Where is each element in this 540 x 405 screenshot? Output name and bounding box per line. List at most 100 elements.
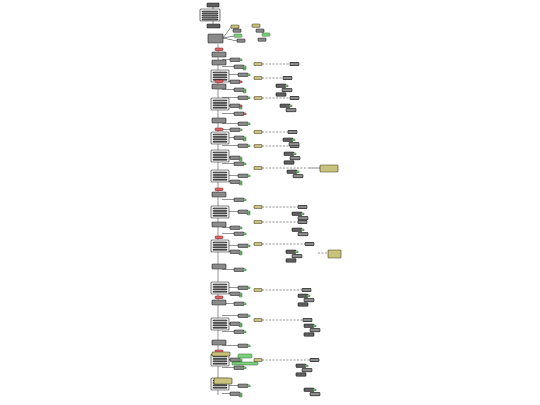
flow-node [229,391,241,396]
source-tag [253,318,263,322]
flow-node [297,220,308,225]
highlight-node [213,377,233,385]
source-tag [253,96,263,100]
text-line [212,384,228,387]
text-line [212,319,228,322]
text-line [212,156,228,159]
status-tag-green [246,174,251,178]
source-tag [253,144,263,148]
flow-node [291,254,303,259]
flow-node [207,33,224,44]
flow-node [291,227,303,232]
text-line [212,324,228,327]
status-tag-green [291,138,296,142]
section-marker [214,235,224,239]
flow-node [302,317,313,322]
status-tag-green [238,128,243,132]
status-tag-green [295,170,300,174]
flow-node [303,298,315,303]
flow-node [304,242,315,247]
flow-node [275,92,287,97]
flow-node [232,28,242,33]
text-line [212,386,228,389]
status-tag-green [237,353,253,359]
flow-node [289,61,300,66]
text-line [201,12,219,15]
text-line [212,99,228,102]
text-line [212,283,228,286]
flow-node [211,339,227,346]
flow-node [281,88,293,93]
flow-node [275,83,287,88]
flow-node [233,33,243,38]
flow-node [211,117,227,124]
source-tag [253,205,263,209]
flow-node [230,24,240,29]
flow-node [237,313,249,318]
status-tag-green [284,84,289,88]
flow-node [233,111,245,116]
status-tag-green [238,392,243,396]
flow-node [233,267,245,272]
status-tag-green [238,324,243,328]
flow-node [229,79,241,84]
source-tag [253,242,263,246]
text-line [212,176,228,179]
flow-node [233,197,245,202]
flow-node [287,130,298,135]
flow-node [237,95,249,100]
status-tag-green [242,302,247,306]
flow-node [251,23,261,28]
flow-node [309,392,321,397]
status-tag-green [238,250,243,254]
status-tag-green [238,156,243,160]
flow-node [211,51,227,58]
text-line [212,140,228,143]
status-tag-green [242,232,247,236]
text-line [212,207,228,210]
status-tag-green [246,96,251,100]
flow-node [309,357,320,362]
flow-node [309,328,321,333]
status-tag-green [238,358,243,362]
status-tag-green [246,314,251,318]
text-line [212,136,228,138]
text-line [201,14,219,17]
text-line [212,106,228,109]
status-tag-green [238,294,243,298]
status-tag-green [242,330,247,334]
text-line [212,214,228,217]
flow-node [292,174,304,179]
status-tag-green [242,138,247,142]
text-line [212,212,228,215]
flow-node [282,76,293,81]
connector [222,35,235,39]
flow-node [233,301,245,306]
text-line [212,74,228,76]
text-line [212,246,228,249]
text-line [212,290,228,293]
flow-node [229,179,241,184]
status-tag-green [246,144,251,148]
status-tag-green [238,292,243,296]
status-tag-red [238,104,243,108]
section-marker [214,295,224,299]
flow-node [233,231,245,236]
flow-node [237,343,249,348]
status-tag-green [238,180,243,184]
text-line [212,76,228,79]
flow-node [229,225,241,230]
flow-node [229,357,241,362]
text-line [212,104,228,107]
flow-node [285,258,297,263]
text-line [212,288,228,291]
flow-node [282,137,294,142]
text-line [212,154,228,156]
flow-node [289,156,301,161]
connector [222,37,238,42]
flow-node [297,293,309,298]
text-line [212,210,228,212]
text-line [212,244,228,246]
flow-node [283,151,295,156]
node-layer [199,2,342,398]
